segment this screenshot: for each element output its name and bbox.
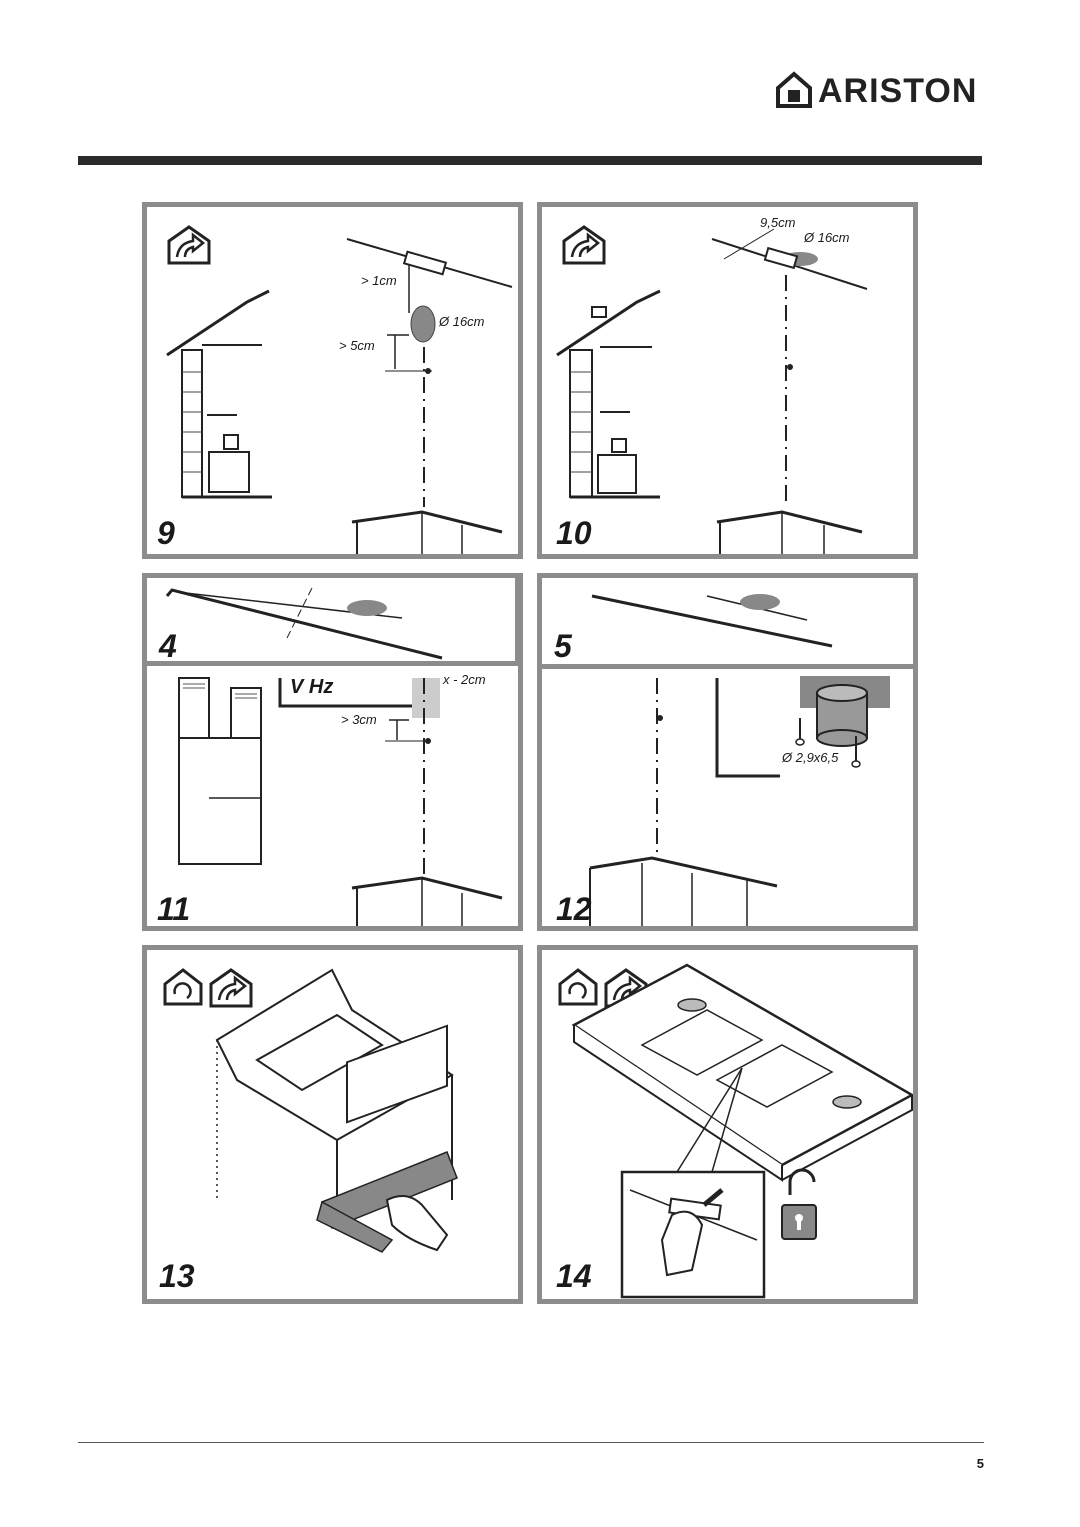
page-number: 5 [976,1456,984,1471]
hood-underside-sketch [571,963,913,1182]
brand-name: ARISTON [818,72,978,110]
hood-sketch [589,856,778,926]
figure-number: 9 [157,515,175,551]
hood-sketch [351,510,503,554]
hood-sketch [716,510,863,554]
label-screw: Ø 2,9x6,5 [782,750,839,765]
ducted-mode-icon [167,225,211,265]
figure-4-overlay: 4 [142,573,520,666]
figure-5-drawing [591,594,833,648]
label-distance: 9,5cm [760,215,796,230]
figure-14-panel: 14 [537,945,918,1304]
figure-10-drawing [556,225,868,554]
figure-13-panel: 13 [142,945,523,1304]
house-logo-icon [776,71,812,108]
label-gap: > 3cm [341,712,377,727]
figure-number: 12 [556,891,592,927]
figure-number: 11 [157,891,191,927]
figure-5-overlay: 5 [537,573,918,669]
recirculation-mode-icon [163,968,203,1006]
label-offset: x - 2cm [443,672,486,687]
label-gap-top: > 1cm [361,273,397,288]
header-rule [78,156,982,165]
figure-14-drawing [558,963,913,1299]
figure-number: 4 [159,628,177,664]
figure-number: 10 [556,515,592,551]
tape-strip-sketch [316,1151,458,1253]
kitchen-cabinet-sketch [166,289,272,499]
unlock-icon [781,1168,817,1240]
figure-10-panel: 9,5cm Ø 16cm 10 [537,202,918,559]
detail-inset [620,1170,766,1299]
label-diameter: Ø 16cm [804,230,850,245]
hood-sketch [351,876,503,926]
duct-connector-sketch [800,676,890,747]
filter-unit-sketch [215,968,454,1230]
figure-number: 5 [554,628,572,664]
ducted-mode-icon [562,225,606,265]
label-diameter: Ø 16cm [439,314,485,329]
ducted-mode-icon [209,968,253,1008]
footer-rule [78,1442,984,1443]
ariston-logo: ARISTON [774,70,986,110]
figure-9-panel: > 1cm Ø 16cm > 5cm 9 [142,202,523,559]
kitchen-cabinet-sketch [556,289,661,499]
figure-11-drawing [178,677,503,926]
figure-9-drawing [166,225,513,554]
figure-12-drawing [589,676,890,926]
hand-icon [660,1210,704,1277]
recirculation-mode-icon [558,968,598,1006]
label-electrical: V Hz [290,676,334,698]
label-gap-bottom: > 5cm [339,338,375,353]
figure-4-drawing [165,587,443,660]
figure-number: 14 [556,1258,592,1294]
figure-number: 13 [159,1258,195,1294]
figure-13-drawing [163,968,458,1253]
hand-icon [385,1195,449,1252]
screw-icon [795,718,861,768]
chimney-sketch [178,677,262,865]
